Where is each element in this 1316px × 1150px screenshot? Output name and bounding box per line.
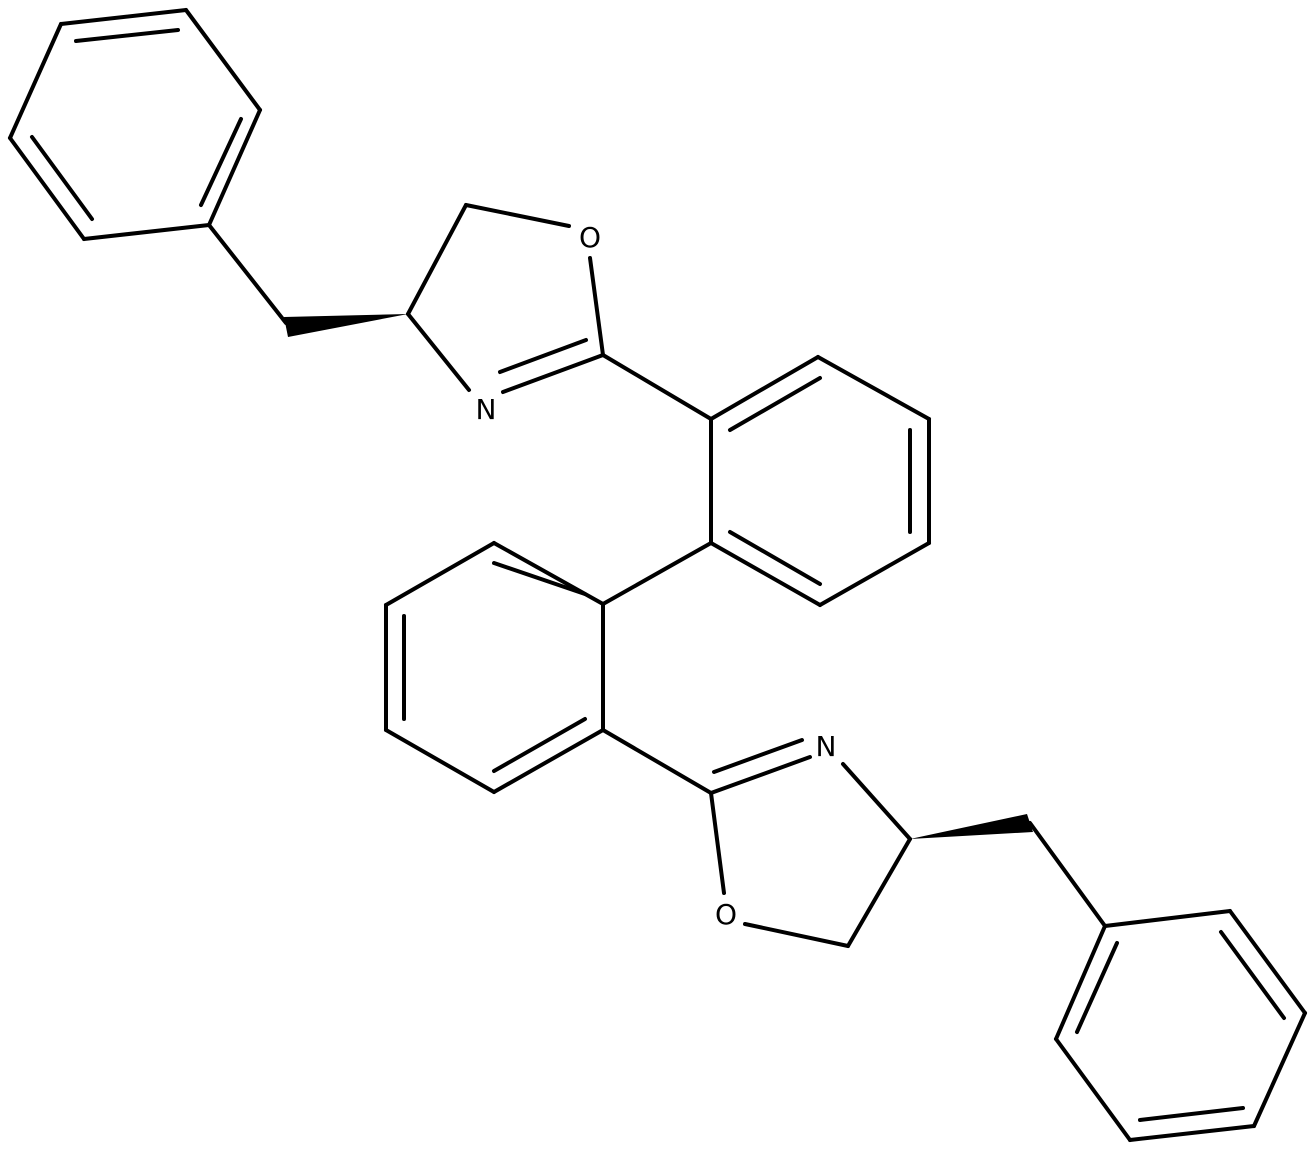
bottom-phenyl-ring (1054, 909, 1307, 1142)
bottom-oxazoline-aryl-bond (601, 728, 713, 795)
top-benzyl-linker (207, 223, 408, 337)
bottom-benzyl-linker (910, 814, 1107, 928)
upper-biphenyl-ring (709, 355, 931, 607)
top-oxazoline-ring (406, 203, 605, 394)
top-wedge-bond (284, 314, 408, 337)
oxygen-top-label: O (579, 221, 601, 254)
bottom-oxazoline-ring (709, 738, 912, 948)
oxygen-bottom-label: O (715, 898, 737, 931)
top-phenyl-ring (8, 8, 262, 241)
biaryl-bond (601, 541, 713, 606)
nitrogen-bottom-label: N (816, 730, 837, 763)
lower-biphenyl-ring (384, 541, 605, 794)
top-oxazoline-aryl-bond (601, 353, 713, 421)
bottom-wedge-bond (910, 814, 1033, 839)
nitrogen-top-label: N (476, 393, 497, 426)
